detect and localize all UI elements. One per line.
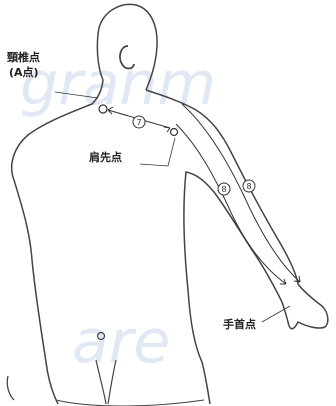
neck-point-sublabel: (A点) <box>9 66 39 79</box>
watermark-bottom: are <box>72 307 170 377</box>
left-hand-outline <box>7 376 14 400</box>
arm-length-b-number: 8 <box>247 182 252 191</box>
right-arm-upper-outline <box>146 90 328 329</box>
arm-length-outer-line <box>182 104 300 282</box>
right-hip-outline <box>202 362 210 404</box>
shoulder-width-number: 7 <box>137 118 142 127</box>
arm-length-inner-line <box>176 124 286 284</box>
shoulder-point-label: 肩先点 <box>89 151 122 164</box>
shoulder-point-marker <box>171 129 178 136</box>
bottom-line <box>56 400 204 406</box>
wrist-point-label: 手首点 <box>223 318 256 331</box>
arm-length-a-number: 8 <box>222 185 227 194</box>
neck-point-label: 頸椎点 <box>7 51 40 64</box>
shoulder-label-leader <box>140 138 175 166</box>
left-hip-outline <box>46 362 58 404</box>
